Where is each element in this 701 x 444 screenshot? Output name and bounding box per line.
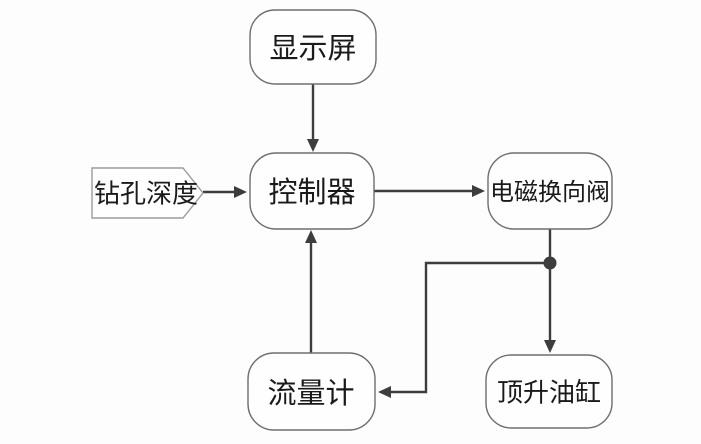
- arrowhead-into-controller-bottom: [305, 230, 317, 243]
- node-flow-meter-label: 流量计: [267, 377, 354, 410]
- node-cylinder: 顶升油缸: [485, 354, 613, 429]
- node-valve-shape: [487, 152, 613, 230]
- junction-dot: [543, 256, 557, 270]
- node-valve: 电磁换向阀: [487, 152, 613, 230]
- edge-lines: [203, 84, 552, 394]
- node-valve-label: 电磁换向阀: [490, 179, 610, 206]
- node-display: 显示屏: [249, 9, 377, 85]
- node-depth-input-label: 钻孔深度: [94, 180, 198, 209]
- arrowhead-into-flowmeter-right: [378, 386, 391, 398]
- node-display-label: 显示屏: [269, 33, 356, 65]
- node-controller-label: 控制器: [268, 176, 355, 209]
- edge-arrowheads: [234, 139, 556, 398]
- arrowhead-into-controller-top: [307, 139, 319, 152]
- arrowhead-into-cylinder-top: [544, 340, 556, 353]
- arrowhead-into-controller-left: [234, 186, 247, 198]
- node-depth-input: 钻孔深度: [91, 167, 204, 219]
- node-depth-input-shape: [91, 167, 204, 219]
- node-flow-meter-shape: [247, 352, 376, 431]
- node-cylinder-shape: [485, 354, 613, 429]
- node-controller-shape: [249, 152, 375, 230]
- arrowhead-into-valve-left: [472, 185, 485, 197]
- node-flow-meter: 流量计: [247, 352, 376, 431]
- node-display-shape: [249, 9, 377, 85]
- edge-junction-to-flowmeter: [390, 261, 550, 394]
- node-controller: 控制器: [249, 152, 375, 230]
- node-cylinder-label: 顶升油缸: [497, 379, 601, 408]
